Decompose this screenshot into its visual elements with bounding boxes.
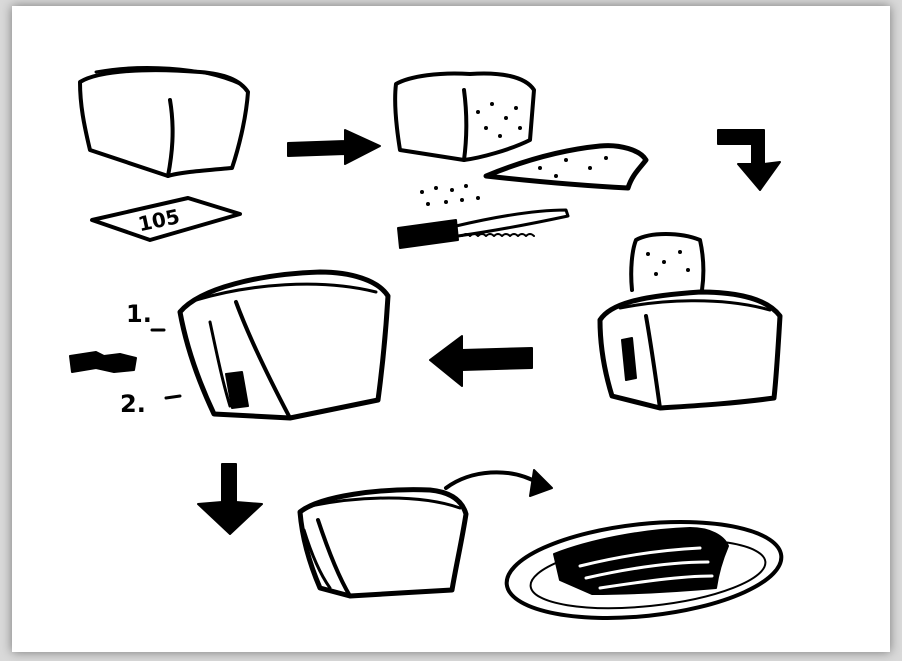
crumbs [420,184,480,206]
arrow-turn-down [718,130,780,190]
toaster-with-bread [600,234,780,408]
price-tag: 105 [92,198,240,240]
arrow-curved [446,470,552,496]
scribble-mark [70,352,136,372]
step-2-dash [166,396,180,398]
bread-knife [398,210,568,248]
bread-loaf [80,68,248,176]
arrow-right-1 [288,130,380,164]
arrow-down [198,464,262,534]
arrow-left [430,336,532,386]
step-number-1: 1. [126,300,152,328]
step-number-2: 2. [120,390,146,418]
toast-on-plate [502,510,786,630]
toaster-front [180,272,388,418]
bread-slice [486,146,646,188]
step-labels: 1. 2. [70,300,180,418]
sliced-loaf [395,73,534,160]
toaster-popped [300,490,466,596]
